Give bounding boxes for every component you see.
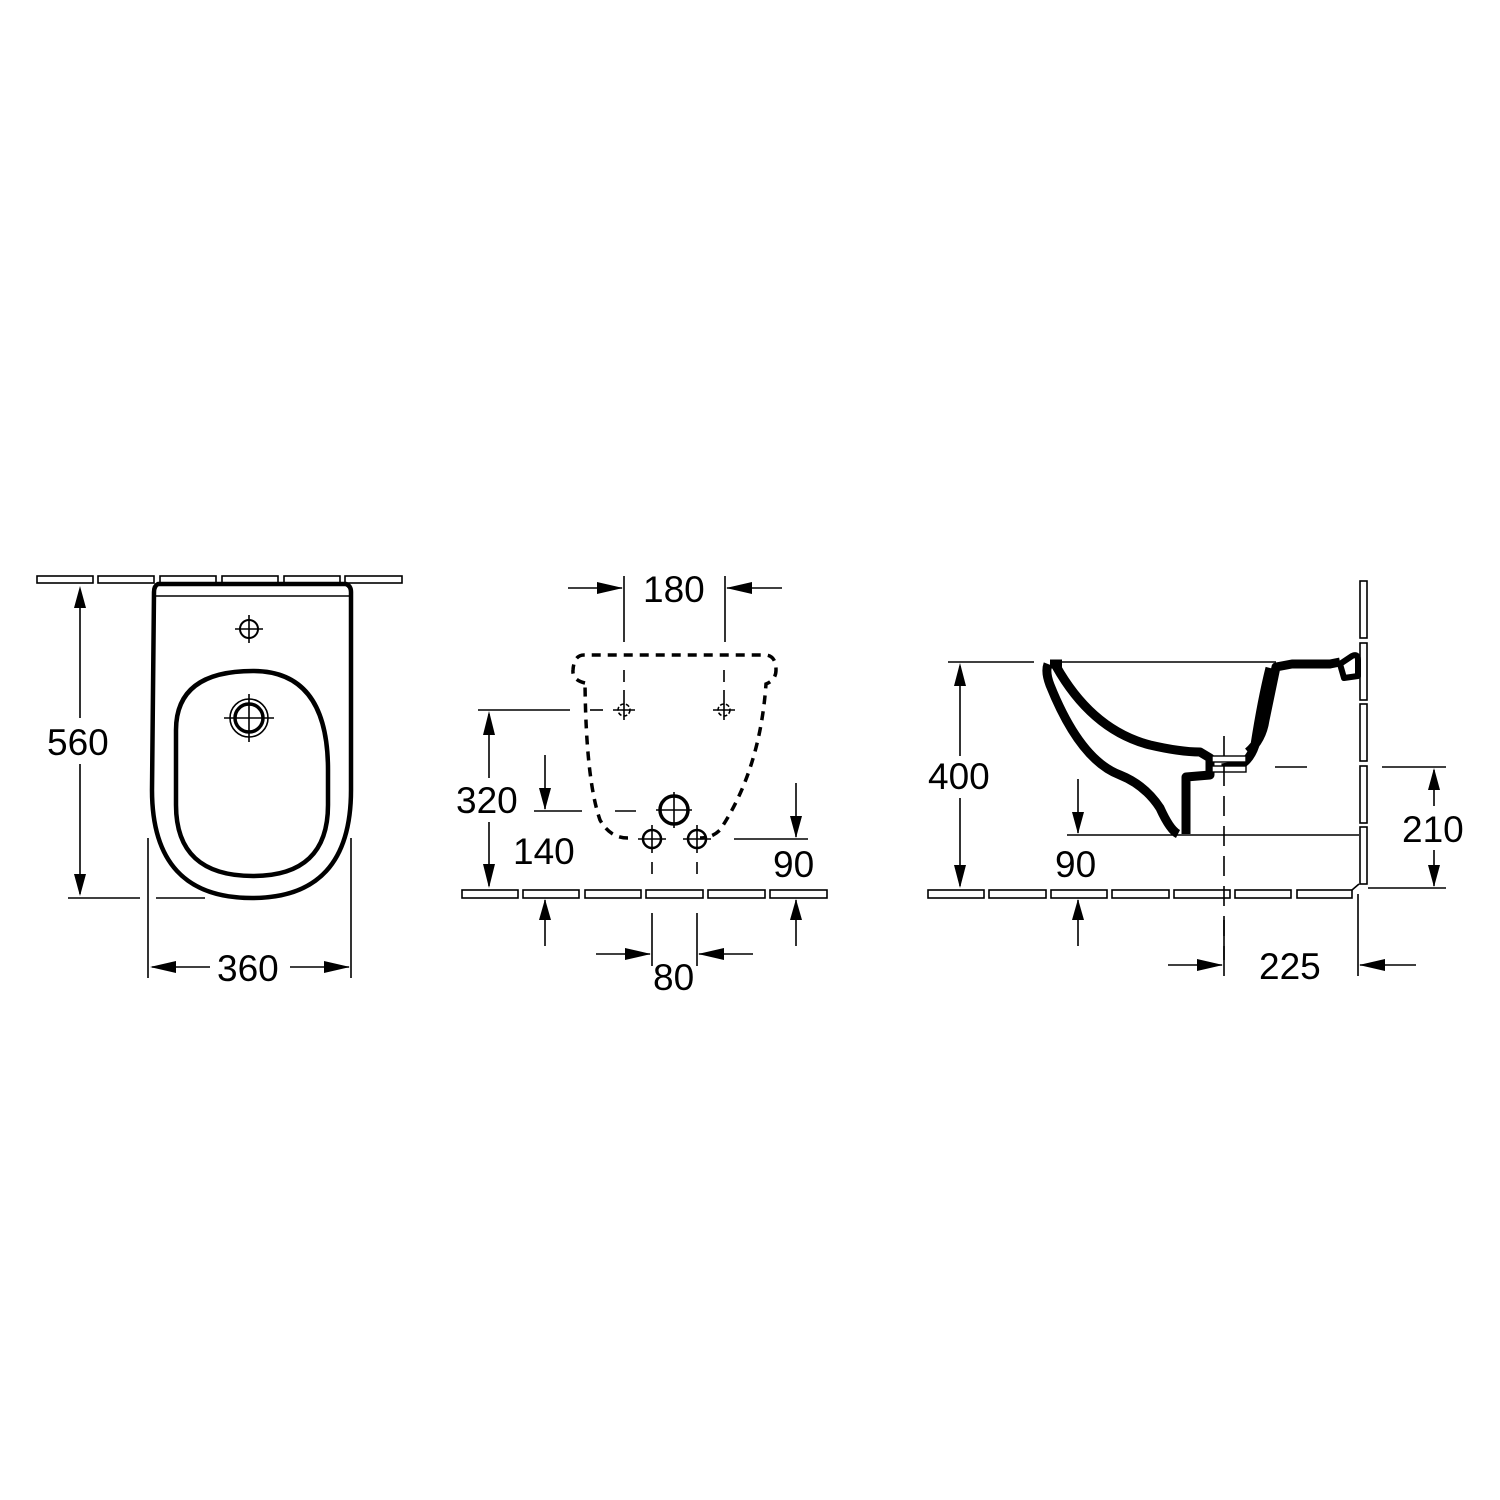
wall-view: 180 320 140 90 80 [456, 569, 828, 998]
dim-drain-height-210: 210 [1402, 809, 1464, 850]
side-view: 400 90 210 225 [927, 580, 1464, 987]
dim-length-560: 560 [47, 722, 109, 763]
dim-supply-height-140: 140 [513, 831, 575, 872]
dim-drain-projection-225: 225 [1259, 946, 1321, 987]
dim-drain-spacing-80: 80 [653, 957, 694, 998]
bidet-footprint-dashed [571, 653, 778, 840]
drain-hole-right-icon [683, 825, 711, 853]
drain-hole-left-icon [638, 825, 666, 853]
bowl-outline [173, 668, 331, 879]
dim-bottom-clearance-90: 90 [1055, 844, 1096, 885]
bidet-outline [149, 581, 354, 901]
dim-rim-height-400: 400 [928, 756, 990, 797]
dim-width-360: 360 [217, 948, 279, 989]
tap-hole-icon [235, 615, 263, 643]
wall-tiles [36, 575, 403, 584]
supply-hole-icon [656, 792, 692, 828]
wall-tiles [461, 889, 828, 899]
top-view: 560 360 [36, 575, 403, 989]
dim-fixing-spacing-180: 180 [643, 569, 705, 610]
wall-bracket-icon [1337, 652, 1361, 681]
floor-tiles [927, 889, 1353, 899]
bidet-section-bowl [1052, 663, 1215, 834]
fixing-hole-left-icon [613, 700, 635, 720]
dim-fixing-height-320: 320 [456, 780, 518, 821]
wall-tiles-vertical [1359, 580, 1368, 885]
drain-icon [224, 694, 274, 742]
dim-drain-height-90: 90 [773, 844, 814, 885]
fixing-hole-right-icon [713, 700, 735, 720]
bidet-section-outer [1042, 662, 1181, 839]
